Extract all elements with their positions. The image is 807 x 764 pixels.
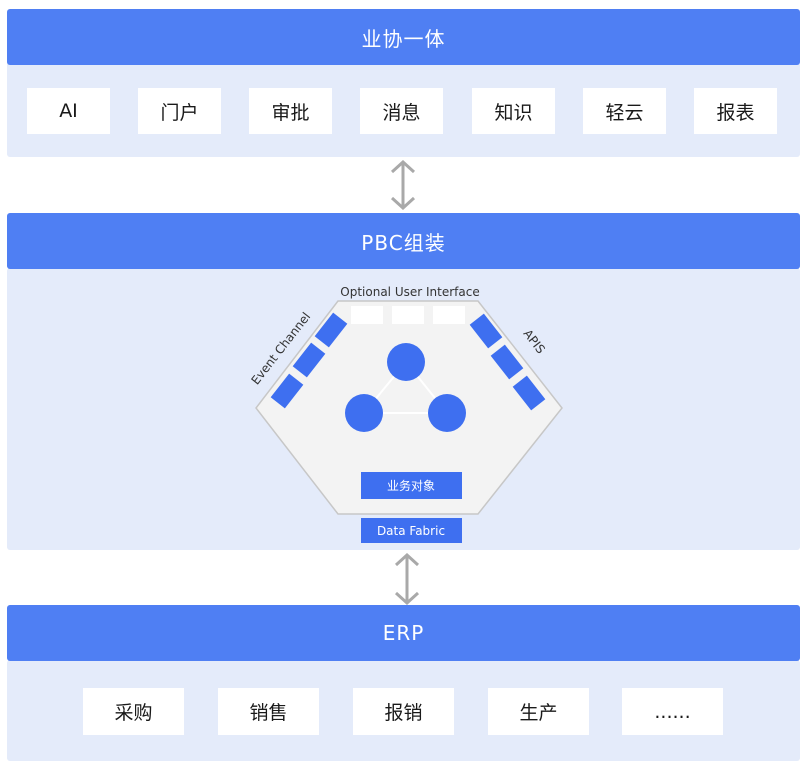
bottom-header: ERP [7,605,800,661]
middle-title: PBC组装 [361,230,446,255]
business-object-box [361,472,462,499]
apis-label: APIS [520,327,547,357]
double-arrow-icon [394,553,420,605]
middle-header: PBC组装 [7,213,800,269]
bottom-item-sales: 销售 [218,688,319,735]
bottom-title: ERP [382,621,425,645]
service-circle-top [387,343,425,381]
top-title: 业协一体 [361,26,446,51]
event-channel-tile-1 [314,312,348,348]
top-item-report: 报表 [694,88,777,134]
bottom-item-purchasing: 采购 [83,688,184,735]
top-header: 业协一体 [7,9,800,65]
top-item-approval: 审批 [249,88,332,134]
bottom-item-production: 生产 [488,688,589,735]
business-object-label: 业务对象 [387,478,435,493]
event-channel-tile-2 [292,342,326,378]
service-circle-left [345,394,383,432]
ui-slot-1 [351,306,383,324]
event-channel-tile-3 [270,373,304,409]
service-triangle [361,360,450,414]
top-item-light-cloud: 轻云 [583,88,666,134]
optional-ui-label: Optional User Interface [340,285,479,299]
bottom-item-reimbursement: 报销 [353,688,454,735]
service-circle-right [428,394,466,432]
apis-tile-1 [469,313,503,349]
top-item-ai: AI [27,88,110,134]
top-item-knowledge: 知识 [472,88,555,134]
top-item-message: 消息 [360,88,443,134]
double-arrow-icon [390,160,416,210]
bottom-item-more: ...... [622,688,723,735]
data-fabric-box [361,518,462,543]
pbc-hexagon [255,300,563,515]
ui-slot-3 [433,306,465,324]
top-item-portal: 门户 [138,88,221,134]
apis-tile-3 [512,375,546,411]
ui-slot-2 [392,306,424,324]
data-fabric-label: Data Fabric [377,524,445,538]
apis-tile-2 [490,344,524,380]
